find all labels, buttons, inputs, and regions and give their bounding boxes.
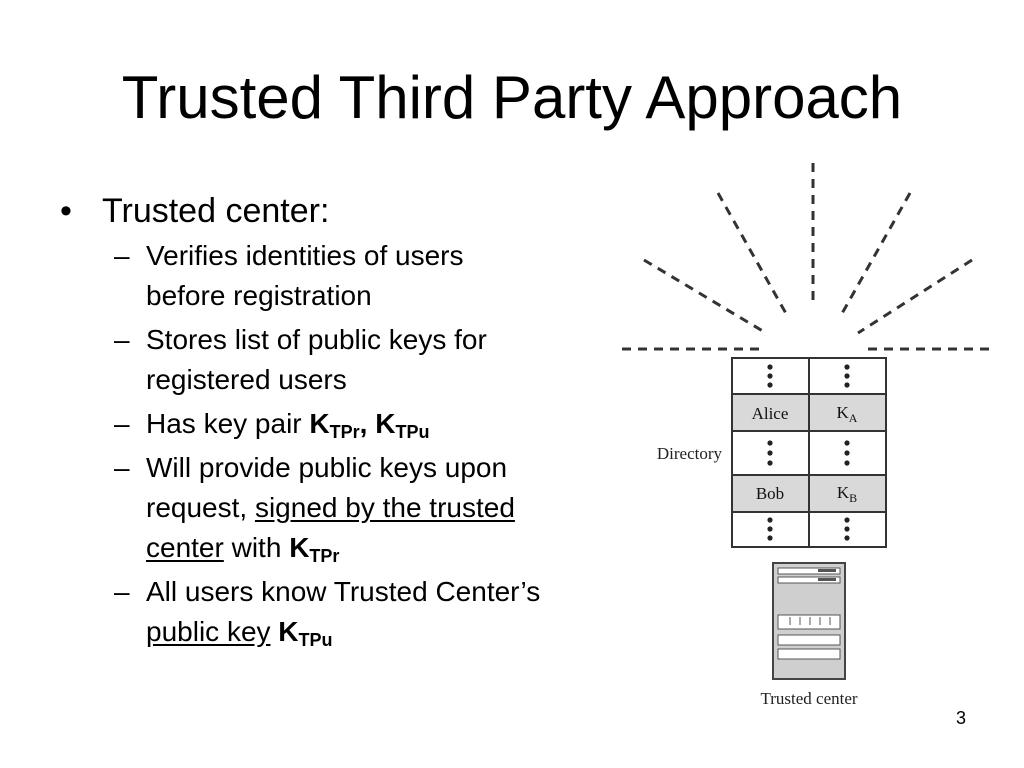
sub-bullet-all-know: – All users know Trusted Center’s public… (60, 572, 640, 652)
ellipsis-marks (767, 364, 850, 541)
underlined-text: public key (146, 616, 271, 647)
sub-bullet-marker: – (114, 408, 130, 439)
key-tpr: KTPr (289, 532, 340, 566)
sub-bullet-line: before registration (146, 280, 372, 311)
alice-key: KA (837, 403, 858, 425)
sub-bullet-line: Stores list of public keys for (146, 324, 487, 355)
sub-bullet-marker: – (114, 452, 130, 483)
sub-bullet-marker: – (114, 324, 130, 355)
broadcast-rays (622, 163, 996, 351)
key-subscript: TPu (395, 422, 430, 442)
sub-bullet-line: Verifies identities of users (146, 240, 464, 271)
alice-name: Alice (752, 404, 789, 423)
key-subscript: TPu (298, 630, 333, 650)
slide-title: Trusted Third Party Approach (121, 64, 903, 131)
sub-bullet-line: request, signed by the trusted (146, 492, 515, 523)
sub-bullet-marker: – (114, 576, 130, 607)
sub-bullet-line: Will provide public keys upon (146, 452, 508, 483)
bob-name: Bob (756, 484, 784, 503)
sub-bullet-marker: – (114, 240, 130, 271)
key-tpu: KTPu (375, 408, 430, 442)
bullet-marker: • (60, 192, 72, 230)
bullet-list: • Trusted center: – Verifies identities … (60, 190, 640, 652)
sub-bullet-line: registered users (146, 364, 347, 395)
ray (857, 258, 973, 335)
underlined-text: signed by the trusted (254, 492, 515, 523)
ray (716, 192, 790, 318)
sub-bullet-line: All users know Trusted Center’s (146, 576, 541, 607)
key-subscript: TPr (329, 422, 360, 442)
key-subscript: TPr (309, 546, 340, 566)
directory-table: Alice KA Bob KB (731, 357, 887, 548)
sub-bullet-verifies: – Verifies identities of users before re… (60, 236, 640, 316)
sub-bullet-stores: – Stores list of public keys for registe… (60, 320, 640, 400)
server-icon (772, 562, 846, 680)
sub-bullet-key-pair: – Has key pair KTPr, KTPu (60, 404, 640, 444)
ray (643, 258, 767, 335)
ray (838, 192, 912, 318)
bullet-trusted-center: • Trusted center: (60, 190, 640, 232)
key-tpu: KTPu (278, 616, 333, 650)
key-pair-text: Has key pair (146, 408, 310, 439)
bullet-text: Trusted center: (102, 192, 330, 230)
trusted-center-label: Trusted center (760, 689, 857, 708)
directory-label: Directory (657, 444, 723, 463)
slide-number: 3 (955, 708, 966, 728)
sub-bullet-line: center with KTPr (146, 532, 340, 566)
sub-bullet-line: Has key pair KTPr, KTPu (146, 404, 640, 444)
key-tpr: KTPr (309, 408, 360, 442)
key-separator: , (359, 408, 376, 439)
underlined-text: center (146, 532, 224, 563)
trusted-center-diagram: Alice KA Bob KB Directory Trusted center (618, 155, 1000, 715)
sub-bullet-line: public key KTPu (146, 612, 640, 652)
bob-key: KB (837, 483, 857, 505)
sub-bullet-provide: – Will provide public keys upon request,… (60, 448, 640, 568)
